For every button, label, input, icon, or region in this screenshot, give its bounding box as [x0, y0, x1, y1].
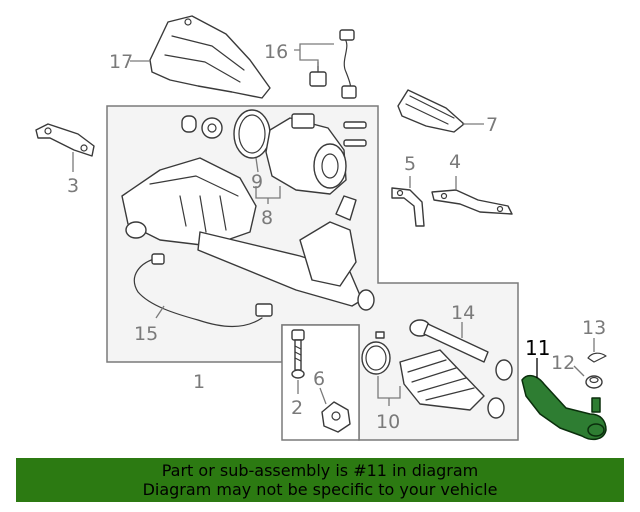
- banner-line-2: Diagram may not be specific to your vehi…: [142, 480, 498, 499]
- mount-part-6: [321, 401, 351, 433]
- seal-part-9: [181, 109, 271, 159]
- callout-13: 13: [582, 317, 606, 339]
- cover-part-7: [397, 89, 465, 133]
- callout-16: 16: [264, 41, 288, 63]
- steering-rack-body: [121, 157, 375, 311]
- callout-10: 10: [376, 411, 400, 433]
- callout-7: 7: [486, 114, 498, 136]
- nut-part-12: [585, 375, 603, 389]
- callout-14: 14: [451, 302, 475, 324]
- callout-5: 5: [404, 153, 416, 175]
- callout-12: 12: [551, 352, 575, 374]
- info-banner: Part or sub-assembly is #11 in diagram D…: [16, 458, 624, 502]
- callout-11[interactable]: 11: [525, 336, 550, 360]
- bracket-part-3: [35, 123, 95, 157]
- callout-6: 6: [313, 368, 325, 390]
- tie-rod-part-14: [409, 319, 513, 381]
- bracket-part-4: [431, 189, 513, 215]
- banner-line-1: Part or sub-assembly is #11 in diagram: [161, 461, 479, 480]
- harness-part-15: [133, 253, 273, 328]
- callout-4: 4: [449, 151, 461, 173]
- heat-shield-part: [149, 15, 271, 99]
- callout-9: 9: [251, 171, 263, 193]
- bolt-part-2: [291, 329, 305, 379]
- boot-part-10: [361, 331, 505, 419]
- callout-8: 8: [261, 207, 273, 229]
- callout-2: 2: [291, 397, 303, 419]
- callout-1: 1: [193, 371, 205, 393]
- motor-part-8: [265, 113, 367, 195]
- callout-17: 17: [109, 51, 133, 73]
- bracket-part-5: [391, 187, 425, 227]
- callout-3: 3: [67, 175, 79, 197]
- cotter-pin-part-13: [587, 352, 607, 363]
- tie-rod-end-part-11[interactable]: [521, 374, 607, 441]
- sensor-cable-part: [309, 29, 357, 99]
- callout-15: 15: [134, 323, 158, 345]
